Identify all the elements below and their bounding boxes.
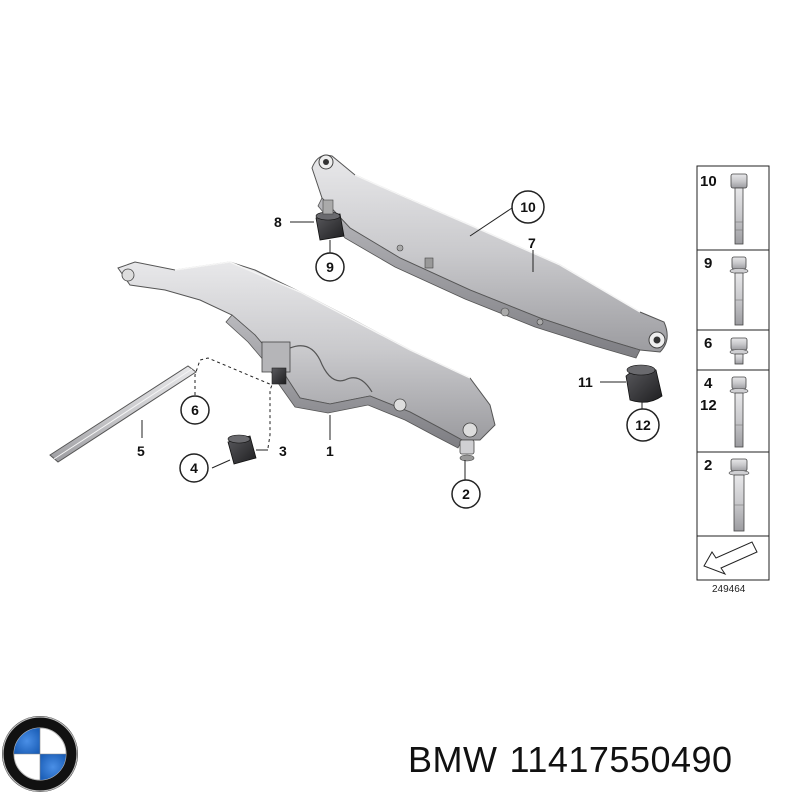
callout-8: 8 <box>274 214 282 230</box>
callout-8-label: 8 <box>274 214 282 230</box>
callout-7-label: 7 <box>528 235 536 251</box>
panel-label-12: 12 <box>700 397 717 414</box>
strut-5 <box>49 365 197 463</box>
panel-label-2: 2 <box>704 457 712 474</box>
callout-3-label: 3 <box>279 443 287 459</box>
bushing-4 <box>227 434 257 465</box>
reference-code: 249464 <box>712 584 746 595</box>
callout-5: 5 <box>137 443 145 459</box>
bolt-10 <box>730 173 748 245</box>
callout-3: 3 <box>279 443 287 459</box>
callout-12: 12 <box>626 408 660 442</box>
subframe-1 <box>117 261 496 455</box>
bolt-2 <box>728 458 750 532</box>
brand-name: BMW <box>408 739 498 780</box>
callout-9-label: 9 <box>326 259 334 275</box>
callout-9: 9 <box>315 252 345 282</box>
callout-11-label: 11 <box>578 374 593 390</box>
callout-6-label: 6 <box>191 402 199 418</box>
bushing-12 <box>625 364 663 403</box>
callout-2: 2 <box>451 479 481 509</box>
callout-4-label: 4 <box>190 460 198 476</box>
bmw-logo <box>2 716 78 792</box>
panel-label-6: 6 <box>704 335 712 352</box>
callout-4: 4 <box>179 453 209 483</box>
callout-10: 10 <box>511 190 545 224</box>
bolt-9 <box>729 256 749 326</box>
callout-2-label: 2 <box>462 486 470 502</box>
bolt-4-12 <box>729 376 749 448</box>
callout-12-label: 12 <box>635 417 651 433</box>
part-number: 11417550490 <box>509 739 733 780</box>
callout-7: 7 <box>528 235 536 251</box>
panel-label-4: 4 <box>704 375 713 392</box>
callout-11: 11 <box>578 374 593 390</box>
callout-10-label: 10 <box>520 199 536 215</box>
part-caption: BMW 11417550490 <box>408 735 793 785</box>
rear-beam-7 <box>311 154 668 359</box>
callout-1-label: 1 <box>326 443 334 459</box>
bolt-6 <box>729 337 749 365</box>
bushing-9 <box>315 199 345 241</box>
mount-2 <box>459 454 475 462</box>
orientation-arrow-icon <box>703 541 758 576</box>
panel-label-10: 10 <box>700 173 717 190</box>
callout-5-label: 5 <box>137 443 145 459</box>
hardware-panel: 10 9 6 4 12 2 <box>696 165 770 595</box>
callout-1: 1 <box>326 443 334 459</box>
callout-6: 6 <box>180 395 210 425</box>
panel-label-9: 9 <box>704 255 712 272</box>
